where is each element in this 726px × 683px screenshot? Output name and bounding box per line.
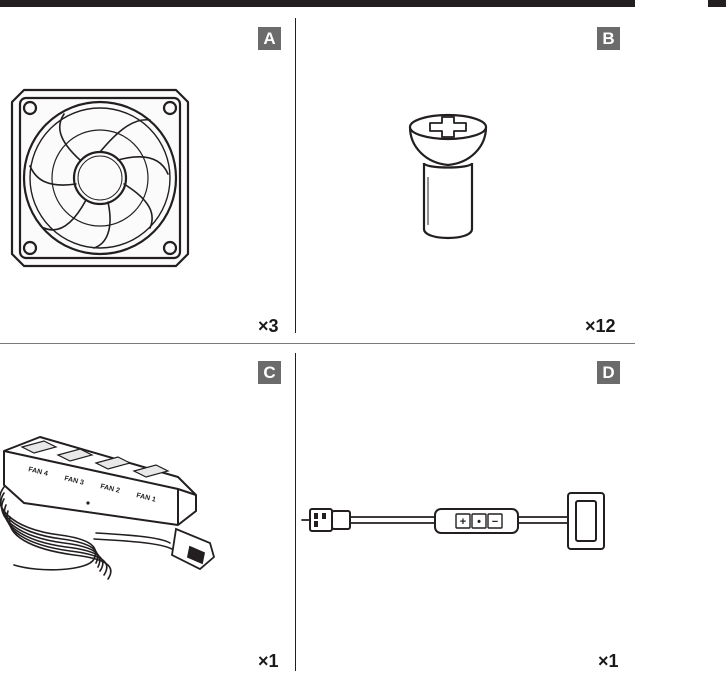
- hub-port-label-3: FAN 3: [64, 475, 85, 487]
- panel-d-quantity: ×1: [598, 651, 619, 671]
- column-divider-bottom: [295, 353, 296, 671]
- row-divider: [0, 343, 635, 344]
- panel-c-quantity: ×1: [258, 651, 279, 671]
- panel-a-badge: A: [258, 27, 281, 50]
- hub-port-label-1: FAN 1: [136, 492, 157, 504]
- panel-c-badge: C: [258, 361, 281, 384]
- controller-button-minus-label: −: [492, 516, 498, 528]
- column-divider-top: [295, 18, 296, 333]
- panel-b-quantity: ×12: [585, 316, 616, 336]
- controller-cable-illustration: + • −: [301, 492, 605, 550]
- controller-button-plus-label: +: [460, 516, 466, 528]
- top-rule-next-page: [708, 0, 726, 7]
- panel-b-badge: B: [597, 27, 620, 50]
- controller-button-minus: [487, 513, 503, 529]
- controller-button-mode: [471, 513, 487, 529]
- hub-port-label-2: FAN 2: [100, 483, 121, 495]
- controller-button-plus: [455, 513, 471, 529]
- fan-hub-illustration: FAN 4 FAN 3 FAN 2 FAN 1: [0, 436, 216, 580]
- screw-illustration: [408, 113, 488, 239]
- top-rule: [0, 0, 635, 7]
- controller-button-mode-label: •: [477, 516, 481, 528]
- panel-a-quantity: ×3: [258, 316, 279, 336]
- fan-illustration: [10, 88, 190, 268]
- hub-port-label-4: FAN 4: [28, 466, 49, 478]
- panel-d-badge: D: [597, 361, 620, 384]
